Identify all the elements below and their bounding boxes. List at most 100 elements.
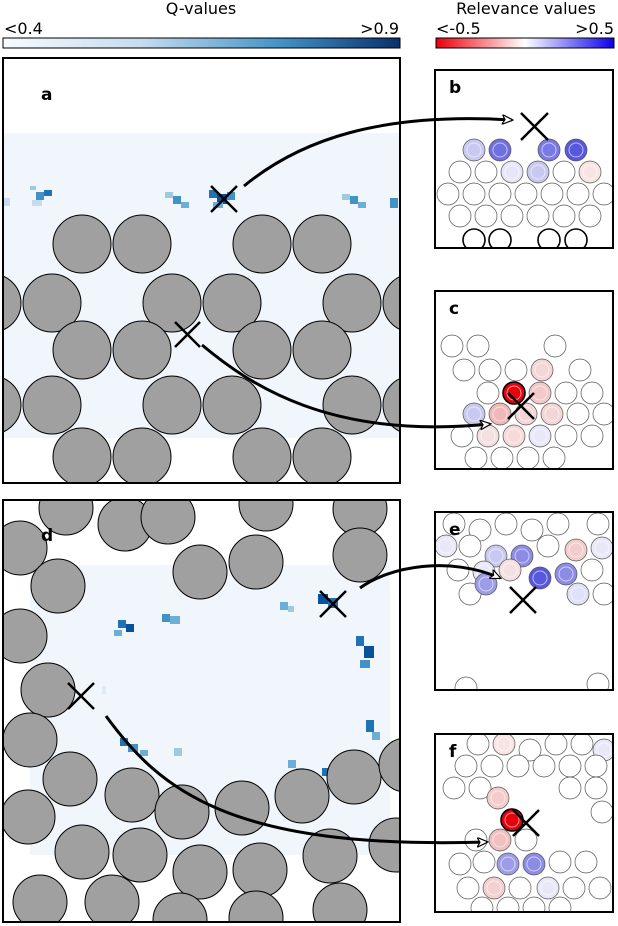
molecule bbox=[112, 214, 172, 274]
relevance-atom bbox=[488, 228, 512, 248]
panel-b-site-marker bbox=[520, 112, 549, 141]
arrow-a-to-c bbox=[201, 343, 490, 427]
molecule bbox=[112, 320, 172, 380]
q-hotspot bbox=[318, 594, 328, 604]
relevance-atom-highlight bbox=[530, 164, 546, 180]
relevance-atom bbox=[488, 828, 512, 852]
relevance-atom bbox=[462, 182, 486, 206]
relevance-atom bbox=[544, 734, 568, 756]
q-hotspot bbox=[173, 196, 181, 204]
relevance-atom bbox=[466, 334, 490, 358]
relevance-atom bbox=[566, 182, 590, 206]
relevance-atom bbox=[543, 334, 567, 358]
relevance-atom bbox=[462, 402, 486, 426]
panel-e-label: e bbox=[449, 520, 461, 540]
relevance-atom-highlight bbox=[486, 880, 502, 896]
relevance-atom bbox=[566, 582, 590, 606]
relevance-atom bbox=[452, 358, 476, 382]
relevance-atom-highlight bbox=[438, 538, 454, 554]
relevance-atom bbox=[474, 160, 498, 184]
relevance-atom bbox=[502, 424, 526, 448]
q-hotspot bbox=[364, 646, 374, 658]
panel-a-border bbox=[2, 57, 401, 484]
panel-a-site-marker-lower bbox=[174, 321, 201, 348]
relevance-atom bbox=[502, 381, 526, 405]
q-hotspot bbox=[36, 192, 44, 200]
relevance-colorbar: Relevance values <-0.5 >0.5 bbox=[435, 0, 615, 49]
arrow-d-to-e bbox=[359, 564, 500, 590]
relevance-atom-highlight bbox=[532, 428, 548, 444]
relevance-atom bbox=[537, 228, 561, 248]
relevance-atom bbox=[472, 850, 496, 874]
q-hotspot bbox=[44, 190, 52, 196]
molecule bbox=[22, 273, 82, 333]
relevance-atom bbox=[528, 424, 552, 448]
panel-a: a bbox=[2, 57, 401, 484]
arrow-d-to-f bbox=[104, 715, 487, 843]
molecule bbox=[232, 214, 292, 274]
relevance-atom bbox=[464, 446, 488, 469]
q-hotspot bbox=[209, 190, 217, 198]
panel-e-relevance-atoms bbox=[435, 512, 613, 690]
molecule bbox=[292, 214, 352, 274]
relevance-atom-highlight bbox=[532, 570, 548, 586]
molecule bbox=[3, 377, 22, 433]
q-hotspot bbox=[356, 636, 364, 646]
q-hotspot bbox=[360, 660, 370, 668]
q-hotspot bbox=[390, 198, 398, 208]
relevance-atom bbox=[590, 536, 613, 560]
relevance-atom-highlight bbox=[526, 856, 542, 872]
relevance-atom-highlight bbox=[504, 164, 520, 180]
relevance-atom bbox=[464, 828, 488, 852]
panel-d: d bbox=[2, 499, 401, 923]
relevance-atom bbox=[450, 424, 474, 448]
relevance-atom bbox=[570, 734, 594, 756]
relevance-atom-highlight bbox=[466, 142, 482, 158]
relevance-atom bbox=[476, 424, 500, 448]
relevance-atom-highlight bbox=[478, 576, 494, 592]
relevance-atom bbox=[514, 182, 538, 206]
relevance-atom-highlight bbox=[514, 548, 530, 564]
relevance-atom-highlight bbox=[518, 406, 534, 422]
panel-e: e bbox=[434, 511, 614, 691]
q-hotspot bbox=[30, 186, 36, 190]
molecule bbox=[326, 749, 382, 805]
molecule bbox=[172, 844, 228, 900]
panel-c: c bbox=[434, 290, 614, 470]
panel-f-label: f bbox=[449, 742, 457, 762]
molecule bbox=[292, 320, 352, 380]
arrow-a-to-b bbox=[243, 119, 512, 188]
relevance-atom bbox=[500, 160, 524, 184]
relevance-atom-highlight bbox=[504, 812, 520, 828]
panel-b-border bbox=[434, 69, 614, 249]
relevance-atom bbox=[564, 138, 588, 162]
relevance-atom bbox=[494, 512, 518, 536]
molecule bbox=[232, 427, 292, 483]
molecule bbox=[30, 558, 86, 614]
relevance-atom bbox=[540, 182, 564, 206]
relevance-atom bbox=[500, 204, 524, 228]
relevance-atom bbox=[468, 776, 492, 800]
panel-d-label: d bbox=[41, 526, 53, 546]
panel-f-site-marker bbox=[512, 809, 540, 837]
panel-d-site-marker-right bbox=[319, 590, 347, 618]
relevance-colorbar-min-label: <-0.5 bbox=[436, 19, 481, 38]
relevance-atom bbox=[446, 558, 470, 582]
relevance-atom bbox=[554, 381, 578, 405]
relevance-atom bbox=[546, 512, 570, 536]
relevance-atom bbox=[442, 776, 466, 800]
q-hotspot bbox=[342, 194, 350, 200]
relevance-atom bbox=[526, 204, 550, 228]
relevance-atom-highlight bbox=[506, 428, 522, 444]
molecule bbox=[3, 520, 48, 576]
q-hotspot bbox=[126, 624, 134, 632]
panel-d-border bbox=[2, 499, 401, 923]
relevance-atom bbox=[448, 852, 472, 876]
relevance-atom bbox=[580, 381, 604, 405]
relevance-atom bbox=[552, 204, 576, 228]
relevance-atom-highlight bbox=[496, 736, 512, 752]
relevance-atom-highlight bbox=[492, 406, 508, 422]
molecule bbox=[38, 500, 94, 536]
relevance-atom bbox=[554, 562, 578, 586]
molecule bbox=[20, 662, 76, 718]
